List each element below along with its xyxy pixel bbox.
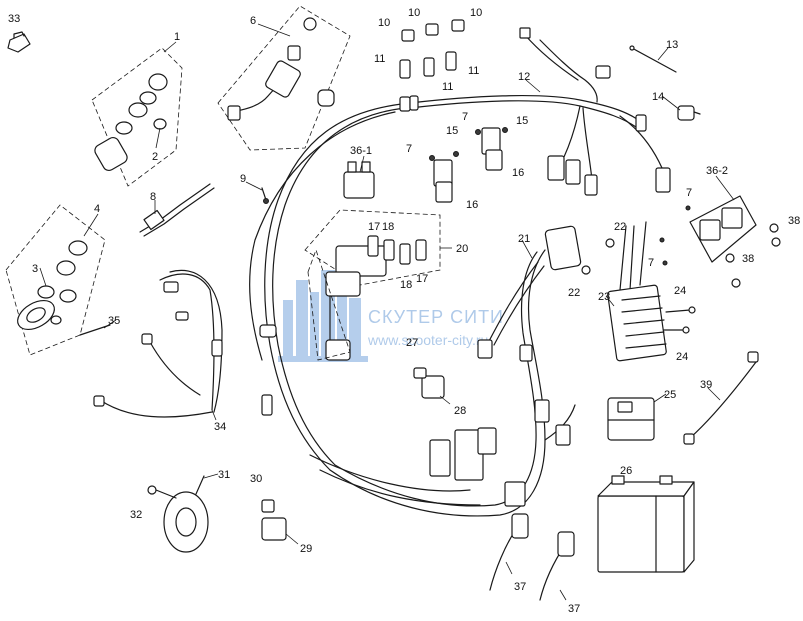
callout-23: 23 [598,291,610,303]
callout-31: 31 [218,469,230,481]
callout-14: 14 [652,91,664,103]
callout-17-b: 17 [416,273,428,285]
callout-10-a: 10 [378,17,390,29]
callout-32: 32 [130,509,142,521]
watermark-url: www.scooter-city.ru [367,332,488,348]
callout-10-b: 10 [408,7,420,19]
part-14-connector [677,105,701,121]
callout-29: 29 [300,543,312,555]
callout-11-b: 11 [442,81,453,93]
part-8-sensor-cable [139,183,215,237]
callout-30: 30 [250,473,262,485]
callout-38-a: 38 [788,215,800,227]
callout-16-a: 16 [466,199,478,211]
parts-37-sensors [489,513,575,601]
group-6-ignition-switch [217,5,351,151]
callout-36-2: 36-2 [706,165,728,177]
callout-11-c: 11 [468,65,479,77]
callout-numbers: 1 2 3 4 6 7 7 7 7 8 9 10 10 10 11 11 11 … [8,7,800,615]
part-33-grommet [7,31,31,53]
part-31-horn [163,475,209,553]
callout-1: 1 [174,31,180,43]
parts-10-fuses [401,19,465,42]
parts-24-bolts [663,306,696,334]
callout-24-a: 24 [674,285,686,297]
callout-13: 13 [666,39,678,51]
callout-17-a: 17 [368,221,380,233]
main-wiring-harness [249,27,671,517]
callout-leaders [39,23,735,601]
callout-38-b: 38 [742,253,754,265]
callout-7-a: 7 [406,143,412,155]
callout-8: 8 [150,191,156,203]
part-35-wire [79,324,111,336]
callout-15-a: 15 [446,125,458,137]
callout-18-b: 18 [400,279,412,291]
callout-9: 9 [240,173,246,185]
callout-7-c: 7 [686,187,692,199]
part-32-bolt [147,485,177,499]
callout-18-a: 18 [382,221,394,233]
part-39-wire [683,351,759,445]
part-27-28-relay [413,367,445,399]
watermark-title: СКУТЕР СИТИ [368,307,504,327]
callout-22-a: 22 [614,221,626,233]
callout-7-d: 7 [648,257,654,269]
group-1-switch-assembly [91,47,183,187]
callout-22-b: 22 [568,287,580,299]
callout-25: 25 [664,389,676,401]
part-36-1-relay [343,161,375,199]
callout-2: 2 [152,151,158,163]
part-34-wire-set [93,269,223,418]
callout-6: 6 [250,15,256,27]
part-29-30-flasher [261,499,287,541]
callout-10-c: 10 [470,7,482,19]
callout-21: 21 [518,233,530,245]
callout-11-a: 11 [374,53,385,65]
part-26-battery [597,475,695,573]
callout-16-b: 16 [512,167,524,179]
callout-15-b: 15 [516,115,528,127]
callout-39: 39 [700,379,712,391]
callout-27: 27 [406,337,418,349]
parts-22-bolts [581,238,615,275]
callout-20: 20 [456,243,468,255]
callout-36-1: 36-1 [350,145,372,157]
callout-34: 34 [214,421,226,433]
callout-3: 3 [32,263,38,275]
callout-37-b: 37 [568,603,580,615]
callout-7-b: 7 [462,111,468,123]
part-25-cdi-unit [607,397,655,441]
part-23-regulator [607,221,667,362]
callout-28: 28 [454,405,466,417]
group-4-horn-switch [5,204,106,356]
part-21-ignition-coil [477,225,582,359]
callout-26: 26 [620,465,632,477]
parts-7-15-16-connectors [429,127,508,203]
callout-33: 33 [8,13,20,25]
group-20-fuse-box [304,209,441,361]
watermark: СКУТЕР СИТИ www.scooter-city.ru [278,270,504,362]
callout-24-b: 24 [676,351,688,363]
parts-11-fuse-holders [399,51,457,79]
group-36-2-bracket [659,195,781,288]
callout-4: 4 [94,203,100,215]
callout-12: 12 [518,71,530,83]
part-13-wire [629,45,677,73]
callout-35: 35 [108,315,120,327]
callout-37-a: 37 [514,581,526,593]
part-9-bolt [261,187,269,204]
